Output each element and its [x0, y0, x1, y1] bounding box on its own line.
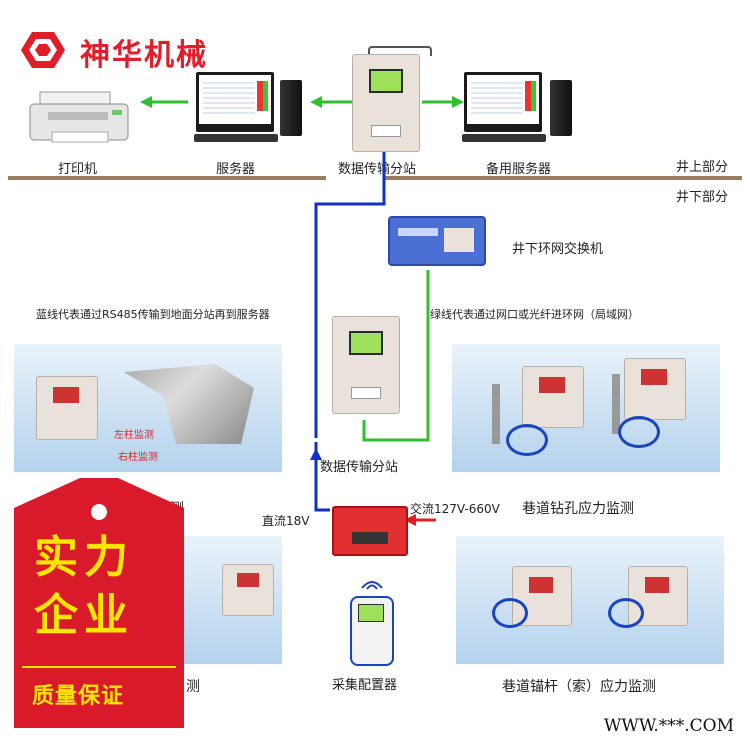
- anchor-stress-panel: [456, 536, 724, 664]
- below-label: 井下部分: [676, 190, 729, 205]
- printer-icon: [29, 91, 129, 143]
- server-tower: [280, 80, 302, 136]
- ring-switch-device: [388, 216, 486, 266]
- station-handle: [368, 46, 432, 56]
- collector-device: [350, 596, 394, 666]
- blue-line-lower: [314, 442, 330, 512]
- badge-line3: 质量保证: [32, 684, 125, 709]
- wireless-icon: [361, 581, 383, 590]
- right-column-tag: 右柱监测: [118, 452, 158, 463]
- backup-keyboard: [462, 134, 546, 142]
- ac-arrow: [404, 514, 416, 526]
- blue-line-upper: [314, 152, 386, 438]
- right-panel-caption: 巷道钻孔应力监测: [522, 501, 634, 517]
- server-monitor: [196, 72, 274, 132]
- server-label: 服务器: [216, 162, 256, 177]
- above-label: 井上部分: [676, 160, 729, 175]
- badge-line2: 企业: [34, 590, 134, 641]
- hexagon-logo-icon: [21, 32, 65, 68]
- green-line: [362, 270, 430, 442]
- surface-divider-right: [384, 176, 742, 180]
- badge-line1: 实力: [34, 532, 134, 583]
- mid-station-label: 数据传输分站: [320, 460, 399, 475]
- top-station-device: [352, 54, 420, 152]
- quality-badge: 实力 企业 质量保证: [14, 478, 184, 728]
- backup-monitor: [464, 72, 542, 132]
- support-monitor-panel: 左柱监测 右柱监测: [14, 344, 282, 472]
- blue-note: 蓝线代表通过RS485传输到地面分站再到服务器: [36, 308, 270, 321]
- bottom-left-caption: 测: [186, 679, 200, 695]
- borehole-stress-panel: [452, 344, 720, 472]
- website-footer: WWW.***.COM: [603, 716, 734, 736]
- brand-name: 神华机械: [80, 38, 208, 73]
- top-station-label: 数据传输分站: [338, 162, 417, 177]
- collector-label: 采集配置器: [332, 678, 398, 693]
- mid-station-device: [332, 316, 400, 414]
- surface-divider-left: [8, 176, 326, 180]
- power-box-device: [332, 506, 408, 556]
- badge-shape: [14, 478, 184, 728]
- green-note: 绿线代表通过网口或光纤进环网（局域网）: [430, 308, 639, 321]
- backup-tower: [550, 80, 572, 136]
- arrow-left-icon: [140, 96, 188, 108]
- backup-label: 备用服务器: [486, 162, 552, 177]
- arrow-right-icon: [422, 96, 464, 108]
- switch-label: 井下环网交换机: [512, 242, 604, 257]
- bottom-right-caption: 巷道锚杆（索）应力监测: [502, 679, 656, 695]
- blue-arrow-up: [310, 448, 322, 460]
- arrow-left-icon: [310, 96, 352, 108]
- ac-label: 交流127V-660V: [410, 502, 500, 516]
- dc-label: 直流18V: [262, 514, 310, 528]
- server-keyboard: [194, 134, 278, 142]
- printer-label: 打印机: [58, 162, 98, 177]
- left-column-tag: 左柱监测: [114, 430, 154, 441]
